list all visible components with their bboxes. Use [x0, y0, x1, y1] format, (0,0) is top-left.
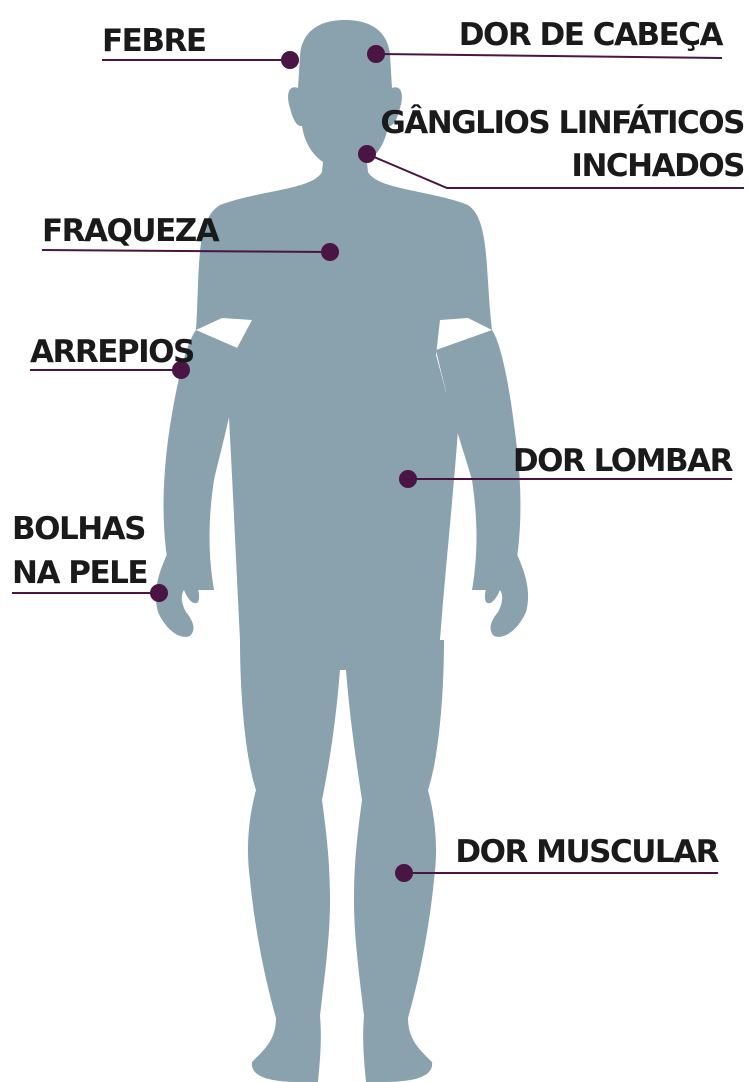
symptom-label-arrepios: ARREPIOS [30, 334, 194, 370]
marker-dot [395, 864, 413, 882]
symptom-label-bolhas-line2: NA PELE [12, 555, 147, 591]
symptom-label-dor-lombar: DOR LOMBAR [513, 443, 734, 479]
marker-dot [399, 470, 417, 488]
head-and-neck [196, 20, 492, 330]
symptom-label-ganglios-line1: GÂNGLIOS LINFÁTICOS [380, 105, 744, 141]
leader-line [376, 54, 722, 58]
symptom-label-ganglios-line2: INCHADOS [571, 148, 744, 184]
marker-dot [367, 45, 385, 63]
right-hand-screen [485, 548, 528, 637]
symptom-label-dor-de-cabeca: DOR DE CABEÇA [459, 17, 724, 53]
symptom-label-bolhas-line1: BOLHAS [12, 511, 145, 547]
symptom-label-febre: FEBRE [102, 23, 206, 59]
marker-dot [358, 145, 376, 163]
marker-dot [281, 51, 299, 69]
body-silhouette [156, 20, 528, 1082]
symptom-label-dor-muscular: DOR MUSCULAR [455, 834, 719, 870]
symptom-label-fraqueza: FRAQUEZA [42, 213, 220, 249]
marker-dot [321, 243, 339, 261]
marker-dot [150, 584, 168, 602]
legs [240, 640, 444, 1082]
